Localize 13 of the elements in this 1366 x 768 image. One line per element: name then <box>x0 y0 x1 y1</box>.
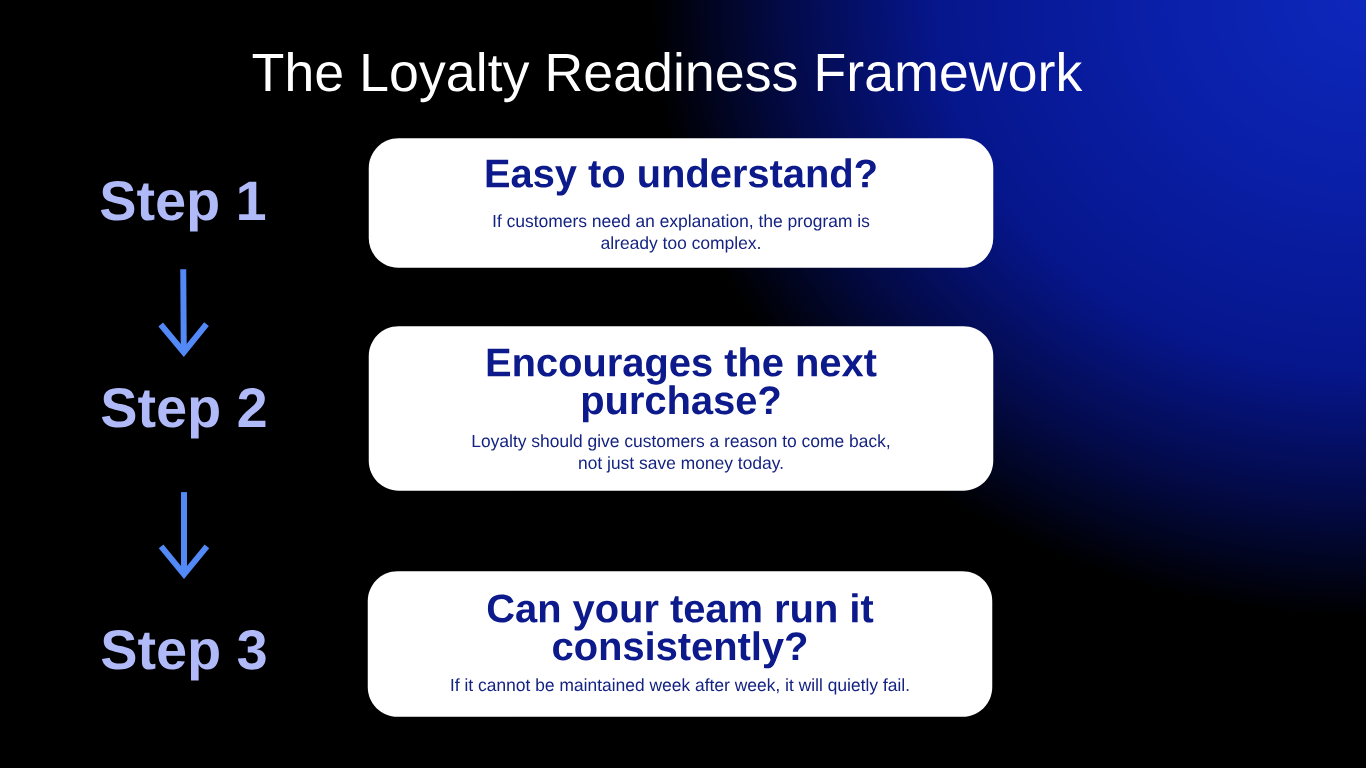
card-text: If it cannot be maintained week after week, it will quietly fail. <box>451 678 909 695</box>
title: The Loyalty Readiness Framework <box>252 52 1083 103</box>
card-text: If customers need an explanation, the program is already too complex. <box>493 214 870 253</box>
question-card <box>367 571 993 717</box>
card-heading: Can your team run it consistently? <box>487 593 874 669</box>
step-label: Step 1 <box>100 181 266 232</box>
card-text: Loyalty should give customers a reason to come back, not just save money today. <box>472 434 890 473</box>
card-heading: Easy to understand? <box>486 158 876 196</box>
question-card <box>368 138 994 268</box>
step-label: Step 2 <box>101 388 266 439</box>
step-label: Step 3 <box>101 630 266 681</box>
card-heading: Encourages the next purchase? <box>487 347 877 423</box>
question-card <box>368 326 994 491</box>
